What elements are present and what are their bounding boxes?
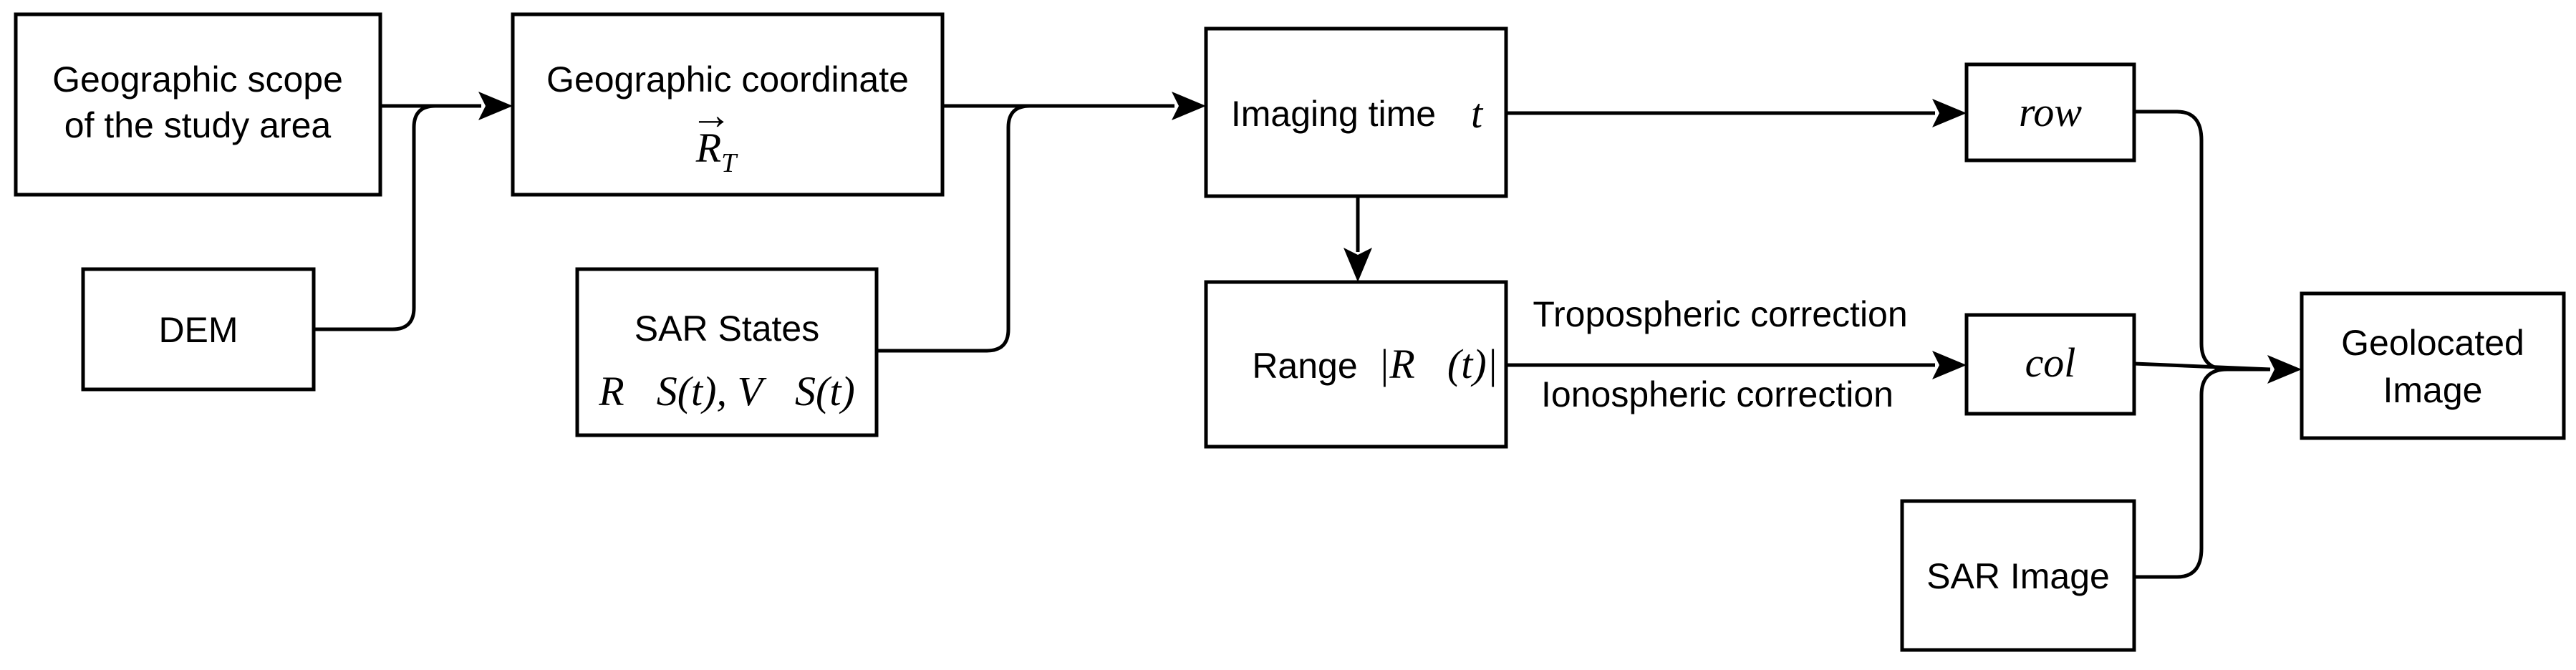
- node-imaging-time: Imaging time t: [1204, 26, 1508, 198]
- arrowhead-imaging-time: [1172, 92, 1206, 120]
- edge-row-to-geolocated: [2134, 110, 2270, 372]
- node-geographic-scope: Geographic scope of the study area: [14, 12, 382, 197]
- vector-arrow-icon: →: [690, 92, 732, 138]
- node-col: col: [1964, 313, 2136, 416]
- arrowhead-geolocated: [2267, 355, 2302, 384]
- col-label: col: [2025, 339, 2076, 386]
- range-label: Range: [1252, 346, 1357, 386]
- arrowhead-col: [1932, 351, 1967, 379]
- imaging-time-label: Imaging time: [1231, 94, 1436, 134]
- geographic-coordinate-label: Geographic coordinate: [546, 59, 909, 99]
- node-geographic-coordinate: Geographic coordinate RT →: [511, 12, 945, 197]
- sar-states-math: R⃗S(t), V⃗S(t): [598, 368, 855, 414]
- edge-dem-to-geo-coordinate: [314, 104, 481, 331]
- arrowhead-geo-coordinate: [478, 92, 513, 120]
- imaging-time-math: t: [1471, 90, 1484, 137]
- dem-label: DEM: [158, 310, 238, 350]
- geographic-coordinate-math: RT: [695, 125, 738, 178]
- node-geolocated-image: Geolocated Image: [2300, 291, 2566, 440]
- geolocated-image-line1: Geolocated: [2341, 323, 2524, 363]
- node-sar-image: SAR Image: [1900, 499, 2136, 652]
- edge-sar-image-to-geolocated: [2134, 367, 2270, 579]
- node-dem: DEM: [81, 267, 316, 392]
- arrowhead-range: [1344, 248, 1372, 282]
- geographic-scope-line2: of the study area: [64, 105, 332, 145]
- edges: [314, 92, 2302, 579]
- row-label: row: [2019, 89, 2082, 135]
- arrowhead-row: [1932, 99, 1967, 127]
- node-sar-states: SAR States R⃗S(t), V⃗S(t): [575, 267, 879, 437]
- edge-sar-states-to-imaging-time: [877, 104, 1174, 353]
- sar-states-label: SAR States: [635, 309, 819, 349]
- ionospheric-correction-label: Ionospheric correction: [1541, 374, 1894, 414]
- node-range: Range |R⃗(t)|: [1204, 280, 1508, 449]
- node-row: row: [1964, 62, 2136, 162]
- sar-image-label: SAR Image: [1926, 556, 2110, 596]
- tropospheric-correction-label: Tropospheric correction: [1533, 294, 1907, 334]
- range-math: |R⃗(t)|: [1378, 341, 1497, 387]
- geolocated-image-line2: Image: [2383, 370, 2483, 410]
- geographic-scope-line1: Geographic scope: [52, 59, 343, 99]
